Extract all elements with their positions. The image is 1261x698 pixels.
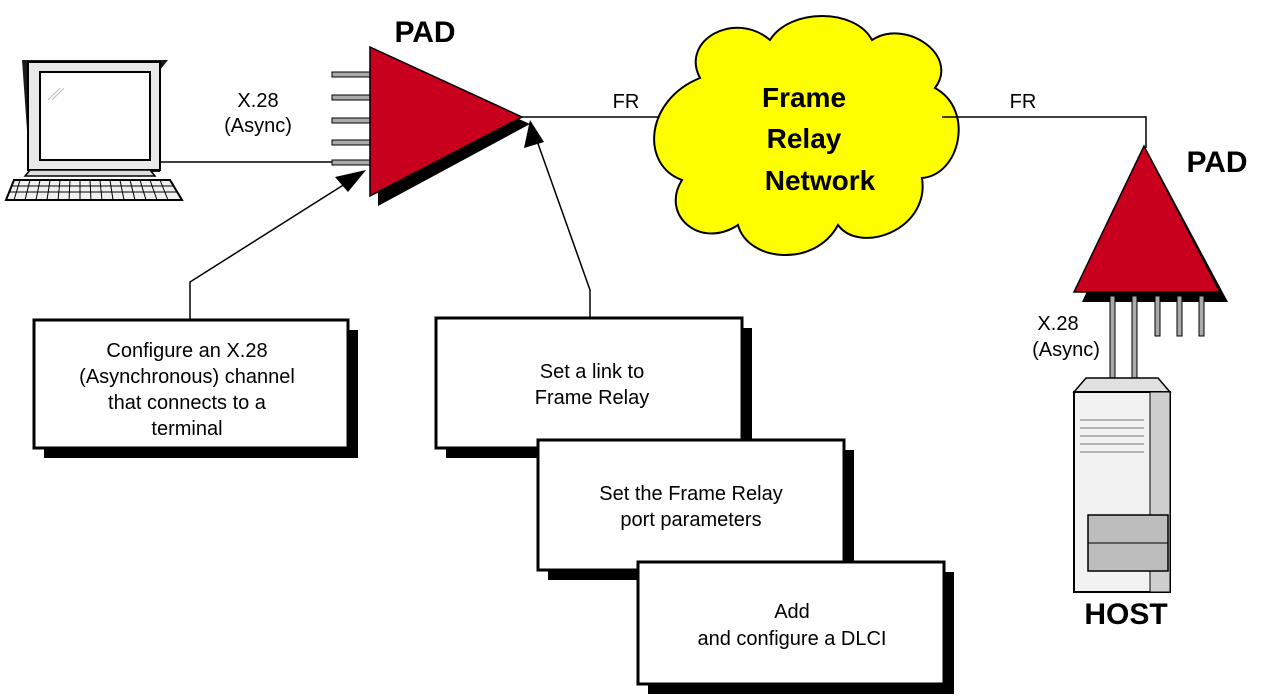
left-pad: PAD — [331, 16, 530, 206]
fr-link-right — [942, 116, 1147, 148]
left-async-label-1: X.28 — [237, 90, 278, 112]
left-async-label-2: (Async) — [224, 115, 292, 137]
cloud-label-2: Relay — [767, 123, 842, 154]
host-label: HOST — [1084, 598, 1167, 631]
step-terminal-line-4: terminal — [151, 418, 222, 440]
left-pad-title: PAD — [394, 16, 455, 49]
step-port-line-1: Set the Frame Relay — [599, 483, 782, 505]
step-link-line-2: Frame Relay — [535, 387, 649, 409]
step-terminal-line-3: that connects to a — [108, 392, 267, 414]
terminal-icon — [4, 60, 184, 201]
cloud-icon: Frame Relay Network — [653, 15, 960, 256]
step-link-line-1: Set a link to — [540, 361, 645, 383]
cloud-label-1: Frame — [762, 82, 846, 113]
right-async-label-2: (Async) — [1032, 339, 1100, 361]
arrowhead-link — [524, 120, 544, 148]
right-async-label-1: X.28 — [1037, 313, 1078, 335]
pad-triangle-icon — [1072, 144, 1222, 293]
arrowhead-terminal — [335, 170, 366, 192]
right-pad-title: PAD — [1186, 146, 1247, 179]
step-port-line-2: port parameters — [620, 509, 761, 531]
step-dlci-line-2: and configure a DLCI — [697, 628, 886, 650]
step-dlci: Add and configure a DLCI — [636, 560, 954, 694]
fr-right-label: FR — [1010, 91, 1037, 113]
right-pad: PAD X.28 (Async) — [1032, 144, 1248, 379]
step-link: Set a link to Frame Relay — [434, 316, 752, 458]
callout-line-terminal — [189, 176, 357, 320]
cloud-label-3: Network — [765, 165, 876, 196]
host-server-icon: HOST — [1072, 377, 1172, 631]
step-terminal-channel: Configure an X.28 (Asynchronous) channel… — [32, 318, 358, 458]
step-port: Set the Frame Relay port parameters — [536, 438, 854, 580]
step-terminal-line-2: (Asynchronous) channel — [79, 366, 295, 388]
step-terminal-line-1: Configure an X.28 — [106, 340, 267, 362]
step-dlci-line-1: Add — [774, 601, 810, 623]
callout-line-link — [535, 137, 591, 318]
fr-left-label: FR — [613, 91, 640, 113]
pad-triangle-icon — [369, 45, 524, 198]
